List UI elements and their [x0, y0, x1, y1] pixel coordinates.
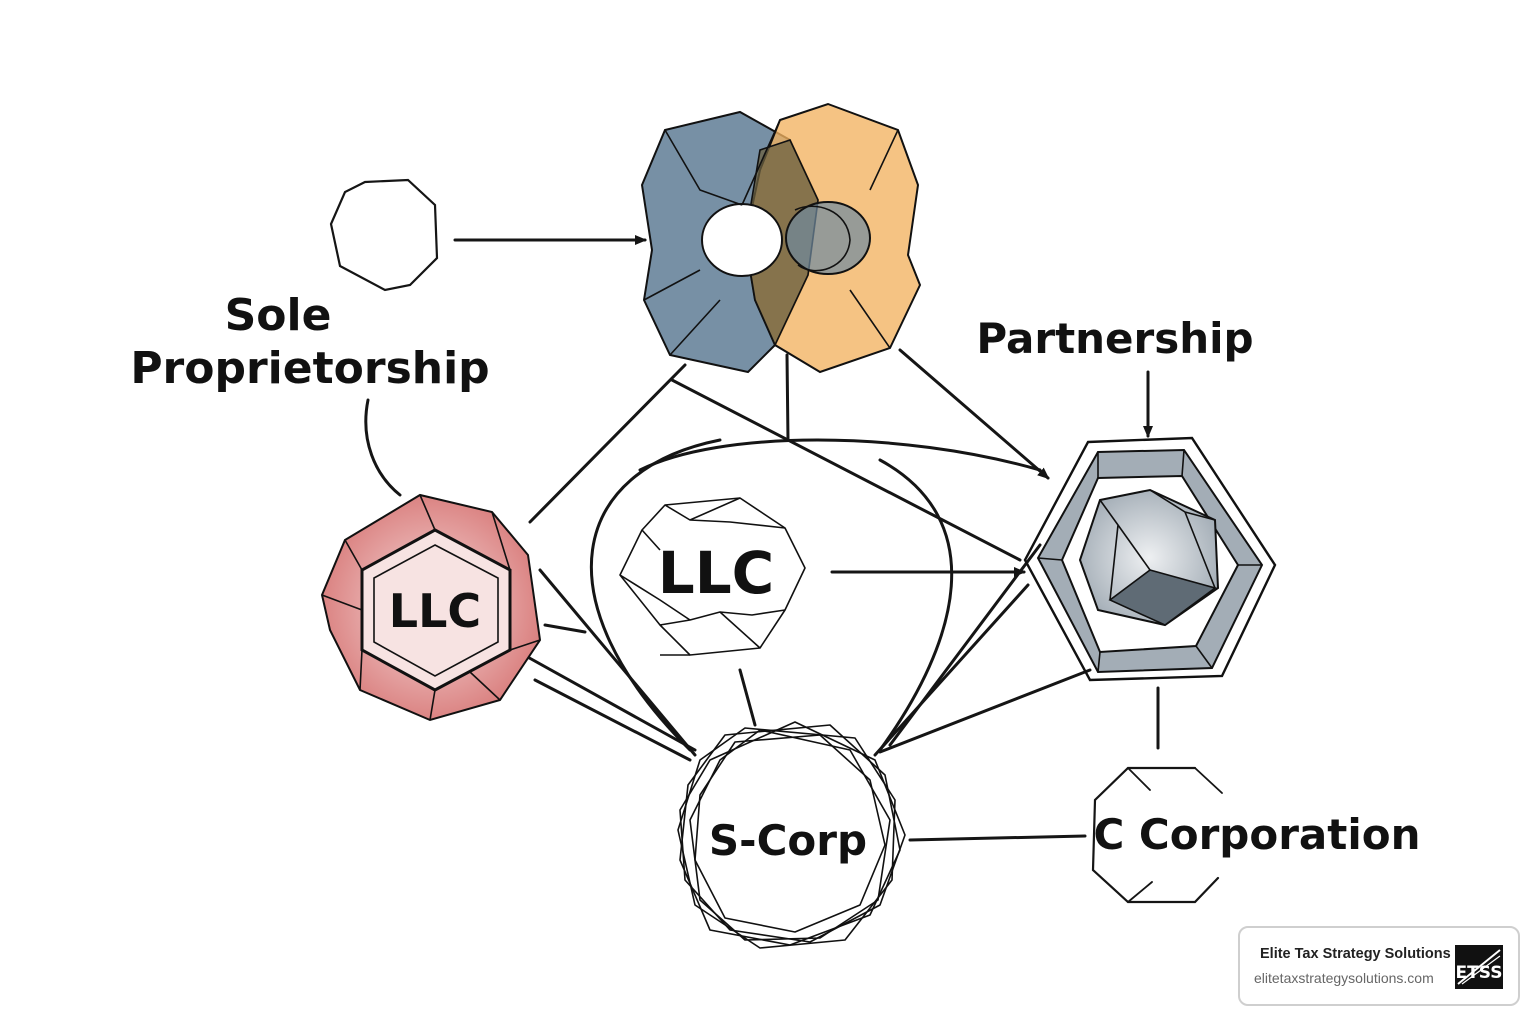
edge-loop-right — [878, 458, 954, 752]
edge-llc-center-to-scorp — [738, 668, 757, 727]
edge-loop-top — [638, 438, 1042, 472]
edge-llcleft-to-scorp-4 — [513, 648, 697, 752]
corporation-hex-shape — [1023, 436, 1277, 682]
label-llc-left: LLC — [389, 584, 481, 638]
edge-top-to-llc-left — [528, 363, 687, 524]
brand-card: Elite Tax Strategy Solutions elitetaxstr… — [1238, 926, 1520, 1006]
edge-sole-label-to-llc — [364, 398, 402, 497]
label-partnership: Partnership — [976, 314, 1253, 363]
sole-proprietorship-shape — [329, 178, 439, 292]
edge-llcleft-to-scorp-2 — [533, 678, 692, 762]
edge-corp-to-scorp-2 — [878, 668, 1092, 754]
llc-center-shape — [619, 497, 806, 656]
label-s-corp: S-Corp — [709, 816, 867, 865]
edge-corp-to-scorp-1 — [873, 583, 1030, 757]
svg-text:ETSS: ETSS — [1456, 963, 1503, 983]
label-sole: Sole — [225, 290, 332, 341]
edge-top-to-corp — [898, 348, 1050, 480]
edge-top-to-scorp — [670, 378, 1022, 562]
llc-left-shape — [320, 493, 542, 722]
edge-top-vertical — [785, 353, 790, 442]
connectors — [364, 235, 1160, 842]
edge-corp-to-scorp-3 — [888, 543, 1042, 747]
partnership-cluster-shape — [640, 102, 922, 374]
label-c-corporation: C Corporation — [1093, 810, 1420, 859]
c-corporation-shape — [1091, 766, 1223, 904]
s-corp-shape — [677, 721, 906, 949]
label-llc-center: LLC — [658, 539, 774, 607]
brand-url: elitetaxstrategysolutions.com — [1254, 970, 1434, 986]
edge-scorp-to-ccorp — [908, 834, 1087, 842]
edge-llcleft-to-scorp-3 — [543, 623, 587, 634]
edge-llcleft-to-scorp-1 — [538, 568, 697, 757]
labels: Sole Proprietorship Partnership LLC LLC … — [130, 290, 1420, 865]
brand-logo-icon: ETSS — [1455, 945, 1503, 989]
brand-name: Elite Tax Strategy Solutions — [1260, 946, 1451, 962]
label-proprietorship: Proprietorship — [130, 343, 489, 394]
